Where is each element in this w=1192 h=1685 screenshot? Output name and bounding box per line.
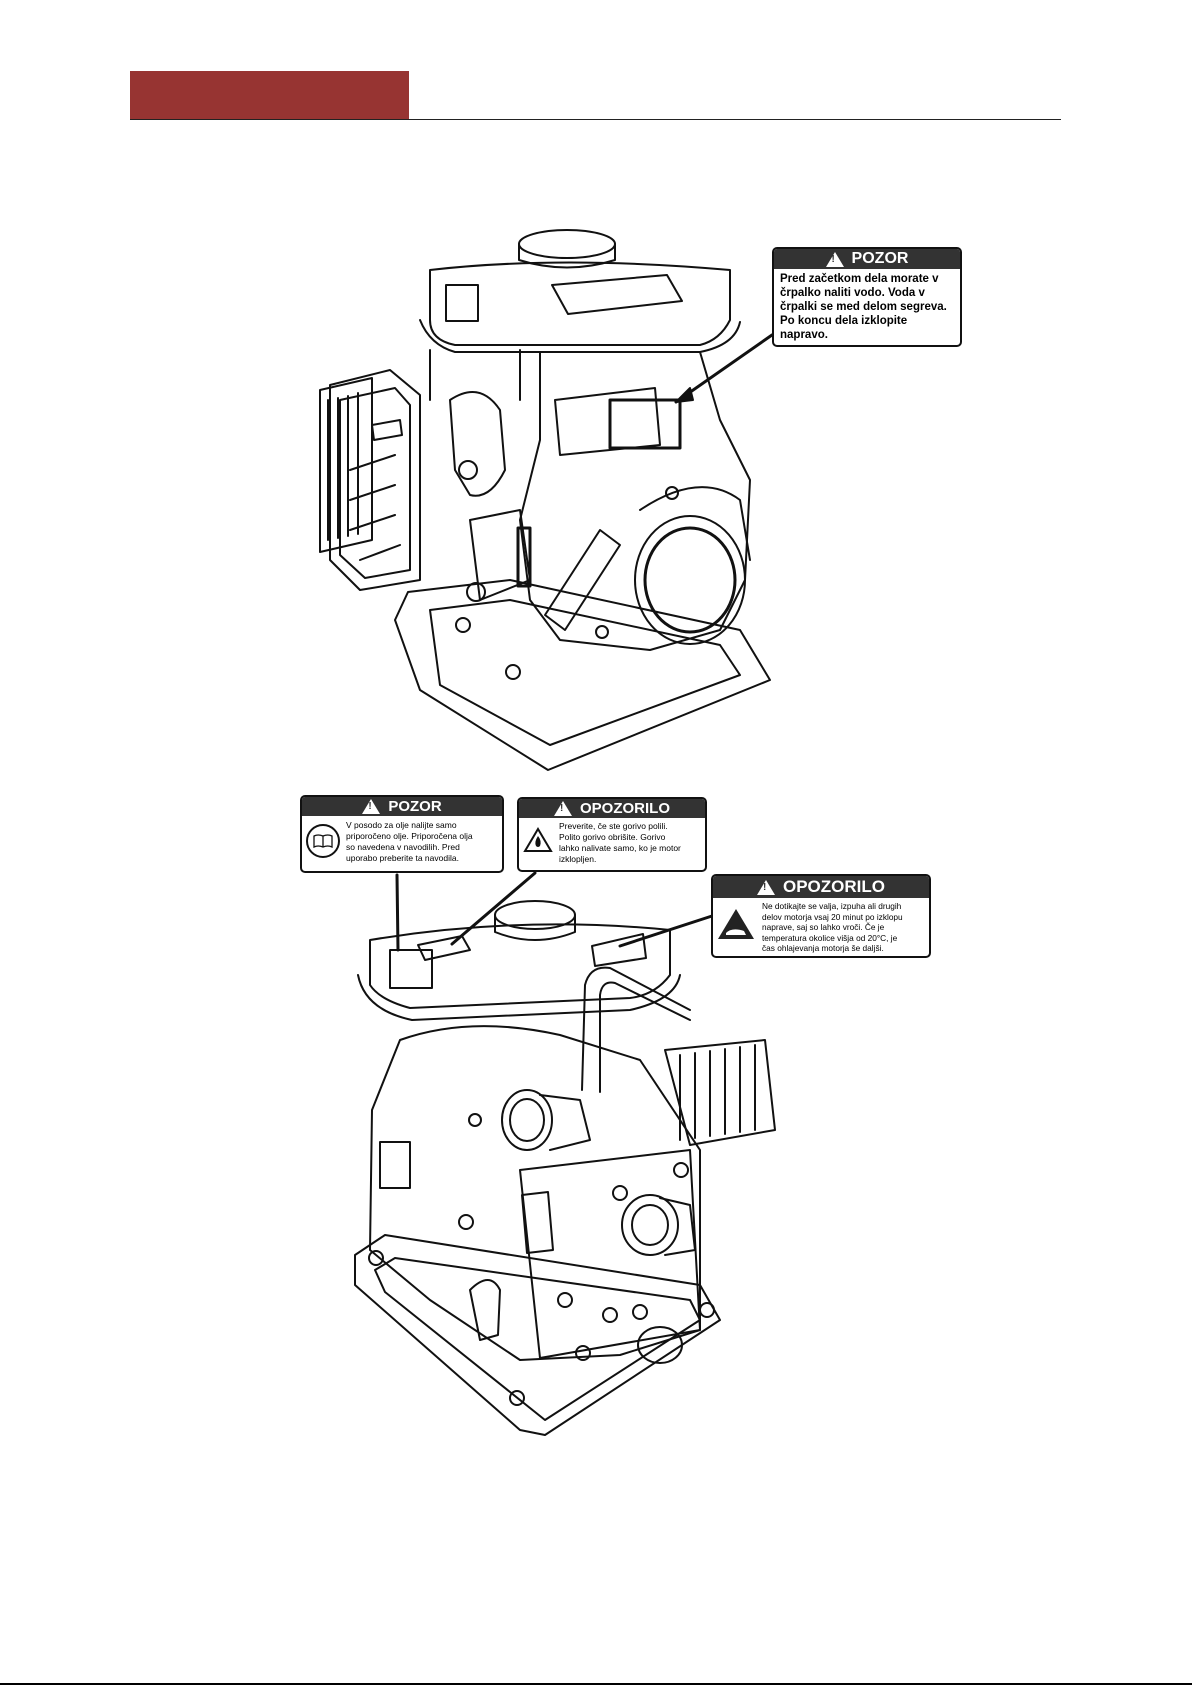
- warning-label-oil: POZOR V posodo za olje nalijte samo prip…: [300, 795, 504, 873]
- flame-icon: [523, 827, 553, 856]
- label-title: POZOR: [388, 798, 442, 815]
- header-rule: [130, 119, 1061, 120]
- pump-drawing-bottom: [354, 871, 776, 1436]
- warning-label-fuel: OPOZORILO Preverite, če ste gorivo polil…: [517, 797, 707, 872]
- label-header: OPOZORILO: [519, 799, 705, 818]
- book-icon: [306, 824, 340, 858]
- warning-label-fill-water: POZOR Pred začetkom dela morate v črpalk…: [772, 247, 962, 347]
- hot-surface-icon: [716, 907, 756, 944]
- label-text: Pred začetkom dela morate v črpalko nali…: [780, 273, 947, 341]
- warning-label-hot-surface: OPOZORILO Ne dotikajte se valja, izpuha …: [711, 874, 931, 958]
- label-header: POZOR: [774, 249, 960, 269]
- page-bottom-rule: [0, 1683, 1192, 1685]
- warning-triangle-icon: [554, 801, 572, 816]
- pump-drawing-top: [319, 229, 774, 771]
- label-title: POZOR: [851, 250, 909, 267]
- warning-triangle-icon: [362, 799, 381, 814]
- label-text: V posodo za olje nalijte samo priporočen…: [346, 820, 473, 863]
- label-header: POZOR: [302, 797, 502, 816]
- label-title: OPOZORILO: [783, 877, 885, 896]
- header-accent-bar: [130, 71, 409, 120]
- label-text: Preverite, če ste gorivo polili. Polito …: [559, 821, 681, 864]
- label-text: Ne dotikajte se valja, izpuha ali drugih…: [762, 901, 903, 953]
- label-title: OPOZORILO: [580, 800, 670, 817]
- label-header: OPOZORILO: [713, 876, 929, 898]
- warning-triangle-icon: [825, 251, 844, 267]
- warning-triangle-icon: [757, 879, 775, 895]
